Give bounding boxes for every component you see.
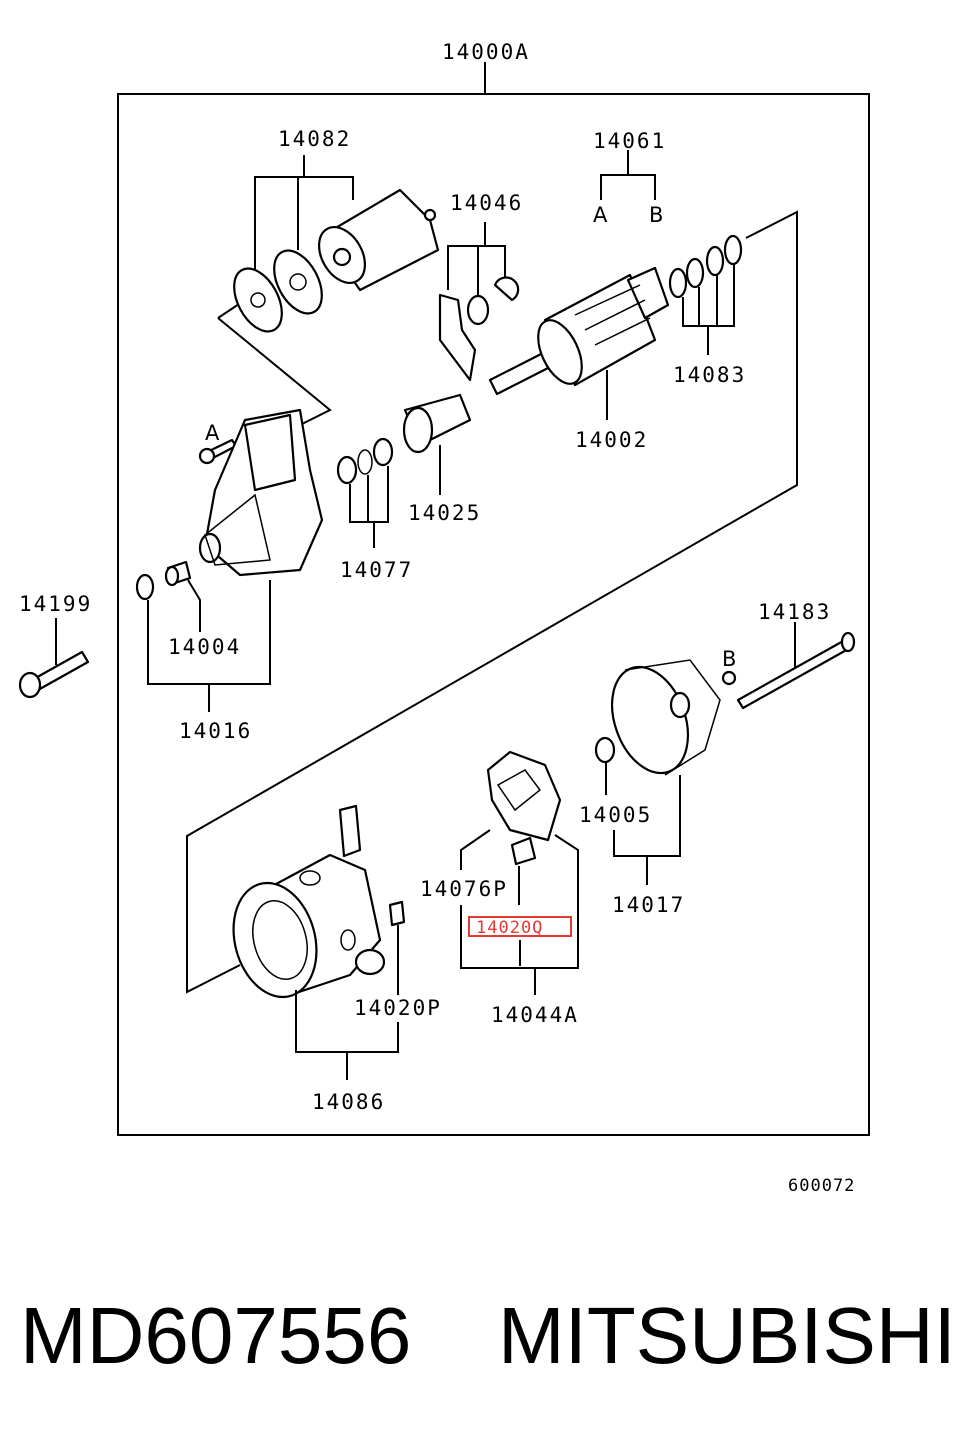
label-stop-ring-set: 14077 — [340, 558, 413, 582]
label-armature: 14002 — [575, 428, 648, 452]
sub-frame-lines — [186, 210, 798, 994]
lever-set-group — [438, 222, 520, 382]
label-yoke: 14086 — [312, 1090, 385, 1114]
label-brush-holder: 14076P — [420, 877, 508, 901]
stop-ring-group — [336, 437, 394, 548]
caption: MD607556 MITSUBISHI — [0, 1290, 960, 1400]
front-bracket-group — [198, 408, 324, 577]
label-bushing: 14004 — [168, 635, 241, 659]
label-solenoid-set: 14082 — [278, 127, 351, 151]
bushing-group — [135, 560, 271, 712]
assembly-frame — [117, 93, 870, 1136]
solenoid-set-group — [233, 155, 440, 333]
label-lever-set: 14046 — [450, 191, 523, 215]
label-bolt: 14199 — [19, 592, 92, 616]
label-shim-set: 14083 — [673, 363, 746, 387]
label-bolt-marker-a: A — [205, 421, 220, 445]
label-assembly: 14000A — [442, 40, 530, 64]
part-number: MD607556 — [20, 1291, 412, 1380]
label-brush-holder-assy: 14044A — [491, 1003, 579, 1027]
shim-set-group — [668, 234, 743, 355]
label-through-bolt: 14183 — [758, 600, 831, 624]
sub-frame-upper-joint — [217, 317, 332, 426]
label-yoke-brush: 14020P — [354, 996, 442, 1020]
label-washer-a: A — [593, 203, 608, 227]
armature-group — [488, 266, 670, 420]
label-rear-bracket: 14017 — [612, 893, 685, 917]
label-brush: 14020Q — [476, 918, 543, 938]
label-washer-b: B — [649, 203, 663, 227]
label-marker-b: B — [722, 647, 736, 671]
yoke-group — [232, 804, 406, 1080]
pinion-group — [402, 393, 472, 495]
diagram-code: 600072 — [788, 1176, 855, 1196]
bolt-14199-group — [18, 618, 90, 699]
label-washer-set: 14061 — [593, 129, 666, 153]
washer-set-group — [600, 150, 656, 200]
through-bolt-group — [721, 622, 856, 710]
brush-highlight-box — [468, 916, 572, 937]
label-bearing: 14005 — [579, 803, 652, 827]
label-pinion: 14025 — [408, 501, 481, 525]
label-front-bracket: 14016 — [179, 719, 252, 743]
brush-holder-group — [460, 750, 579, 995]
brand-name: MITSUBISHI — [498, 1291, 956, 1380]
rear-bracket-group — [594, 659, 721, 885]
